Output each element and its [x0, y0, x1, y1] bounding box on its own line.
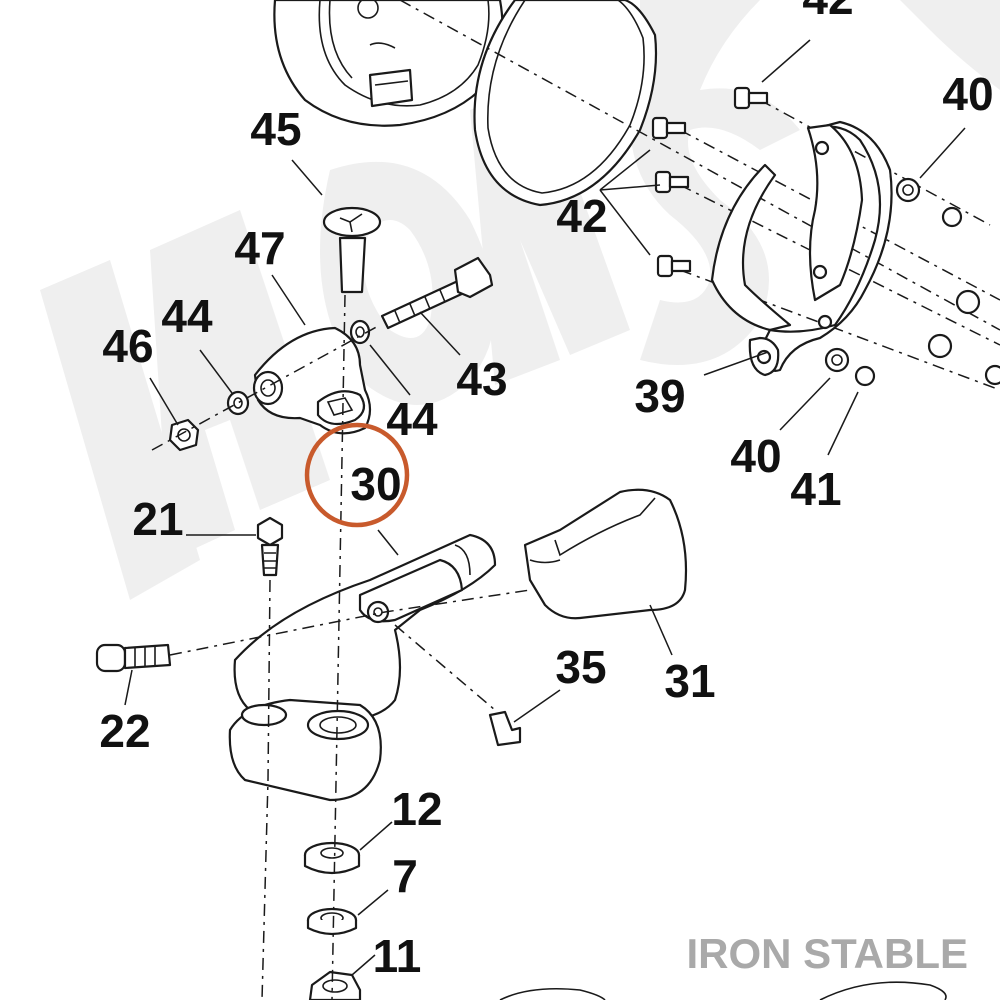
screw-42-group	[651, 86, 769, 278]
label-39: 39	[634, 370, 685, 422]
bolt-43	[380, 256, 494, 330]
bolt-21	[256, 516, 284, 577]
label-46: 46	[102, 320, 153, 372]
label-40-bottom: 40	[730, 430, 781, 482]
nut-11	[308, 970, 362, 1000]
label-45: 45	[250, 103, 301, 155]
axis-pin-35	[394, 624, 496, 711]
washer-44-left	[226, 390, 250, 416]
label-43: 43	[456, 353, 507, 405]
label-42-mid: 42	[556, 190, 607, 242]
bottom-part-outline-right	[819, 981, 947, 1000]
bottom-part-outline-left	[499, 988, 606, 1000]
label-47: 47	[234, 222, 285, 274]
center-line-mount-3	[759, 99, 991, 226]
label-11: 11	[373, 930, 422, 982]
washer-12	[303, 841, 361, 875]
bracket-39	[710, 120, 893, 377]
label-30: 30	[350, 458, 401, 510]
nut-46	[168, 418, 200, 452]
watermark-text: IRON STABLE	[686, 930, 968, 977]
label-40-top: 40	[942, 68, 993, 120]
label-35: 35	[555, 641, 606, 693]
label-41: 41	[790, 463, 841, 515]
grommets-40	[824, 177, 981, 373]
center-line-top	[399, 0, 1000, 331]
axis-bolt-22	[169, 589, 531, 656]
screw-42-b	[651, 116, 687, 140]
clamp-47	[252, 326, 372, 435]
washers-41	[854, 206, 1000, 387]
label-7: 7	[392, 850, 418, 902]
label-12: 12	[391, 783, 442, 835]
vertical-axis-main	[331, 294, 346, 1000]
headlight-trim-ring	[473, 0, 658, 207]
part-labels: 42 40 45 47 42 44 46 43 44 39 30 40 41 2…	[99, 0, 993, 982]
label-44-left: 44	[161, 290, 213, 342]
pin-45	[322, 206, 382, 294]
lock-washer-7	[306, 907, 358, 936]
label-44-right: 44	[386, 393, 438, 445]
label-42-top: 42	[802, 0, 853, 24]
washer-44-right	[349, 319, 371, 345]
headlight-shell	[273, 0, 504, 127]
leader-lines	[124, 39, 966, 976]
bolt-22	[95, 643, 172, 673]
axis-bolt-43	[151, 324, 381, 451]
screw-42-c	[654, 170, 690, 194]
screw-42-a	[733, 86, 769, 110]
vertical-axis-bolt21	[261, 579, 271, 1000]
label-21: 21	[132, 493, 183, 545]
label-22: 22	[99, 705, 150, 757]
screw-42-d	[656, 254, 692, 278]
highlight-circle	[304, 422, 410, 528]
pin-35	[488, 710, 522, 747]
pad-31	[523, 488, 688, 620]
label-31: 31	[664, 655, 715, 707]
